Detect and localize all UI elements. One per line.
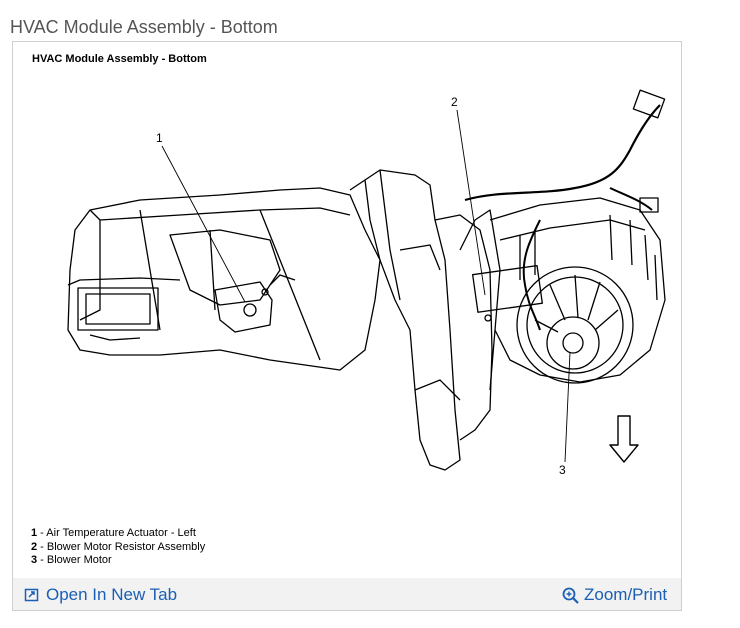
open-new-tab-icon xyxy=(24,587,40,603)
zoom-magnifier-icon xyxy=(562,587,579,604)
callout-3: 3 xyxy=(559,463,566,477)
legend-item: 2 - Blower Motor Resistor Assembly xyxy=(31,540,206,553)
page-title: HVAC Module Assembly - Bottom xyxy=(10,17,278,37)
zoom-print-link[interactable]: Zoom/Print xyxy=(562,585,667,605)
open-in-new-tab-link[interactable]: Open In New Tab xyxy=(24,585,177,605)
figure-legend: 1 - Air Temperature Actuator - Left 2 - … xyxy=(31,527,205,568)
legend-item: 1 - Air Temperature Actuator - Left xyxy=(31,527,196,539)
callout-2: 2 xyxy=(451,95,458,109)
open-in-new-tab-label: Open In New Tab xyxy=(46,585,178,604)
figure-frame xyxy=(12,41,682,611)
figure-title: HVAC Module Assembly - Bottom xyxy=(32,53,207,65)
zoom-print-label: Zoom/Print xyxy=(584,585,668,604)
hvac-module-diagram: 1 2 3 xyxy=(67,89,666,477)
callout-1: 1 xyxy=(156,131,163,145)
legend-item: 3 - Blower Motor xyxy=(31,554,112,566)
